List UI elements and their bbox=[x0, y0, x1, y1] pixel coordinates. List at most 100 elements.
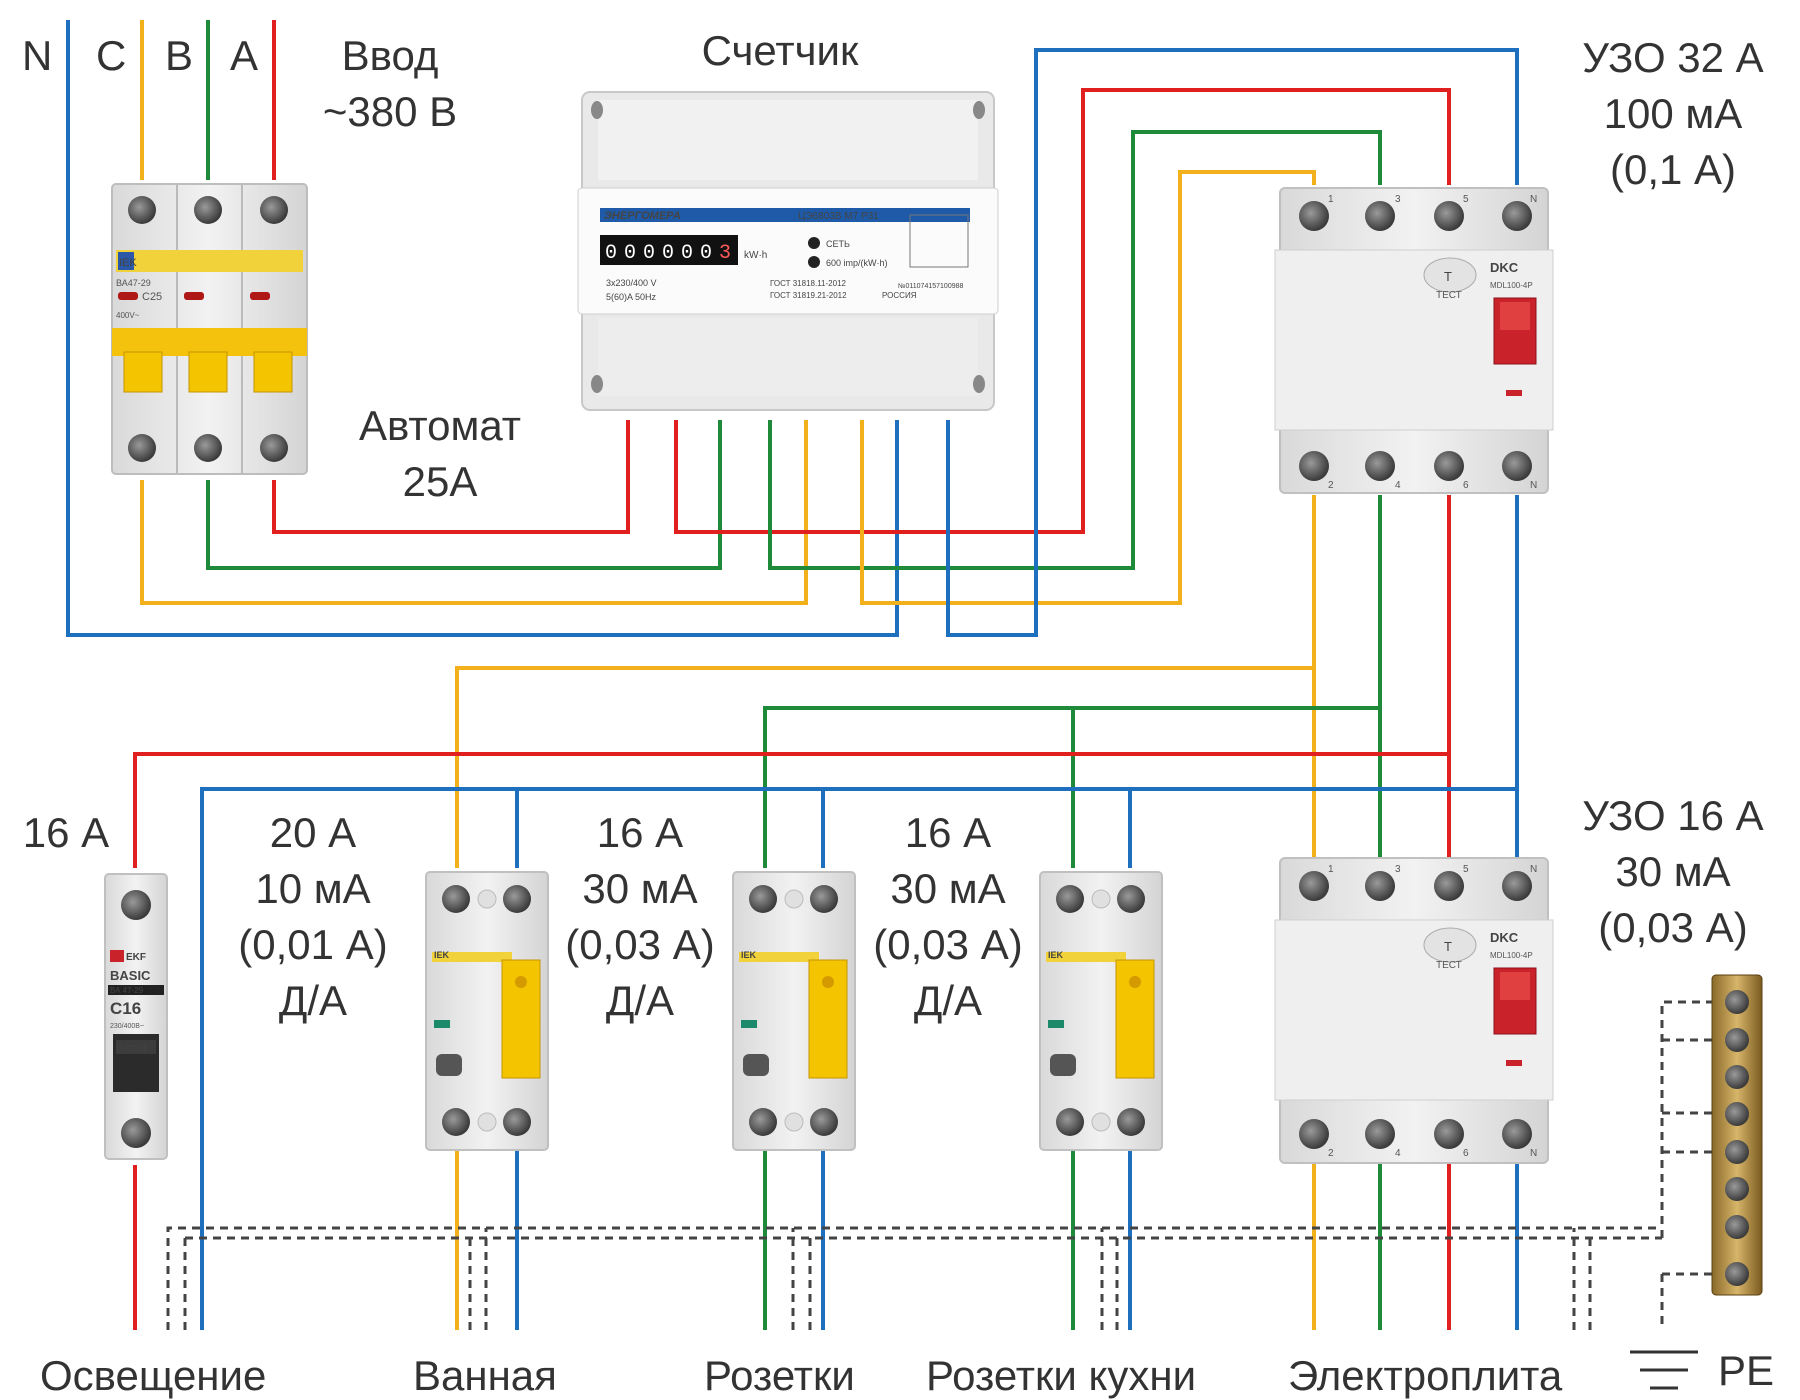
lighting-breaker-model: ВА 47-29 bbox=[110, 986, 144, 995]
rcd-main-lever[interactable] bbox=[1493, 297, 1537, 365]
rcd-main: 1 3 5 N T ТЕСТ DKC MDL100-4P 2 4 6 N bbox=[1274, 187, 1554, 494]
rcd-stove-test-button[interactable]: T bbox=[1423, 927, 1477, 963]
dif-breaker-bath: IEK bbox=[425, 871, 549, 1151]
svg-text:5: 5 bbox=[1463, 194, 1469, 205]
lighting-breaker-brand: EKF bbox=[126, 952, 146, 963]
meter-model: ЦЭ6803В М7 Р31 bbox=[798, 211, 879, 222]
svg-text:3: 3 bbox=[1395, 864, 1401, 875]
dif-bath-label-3: (0,01 А) bbox=[238, 921, 387, 968]
dif-sockets-label-2: 30 мА bbox=[582, 865, 697, 912]
rcd-main-test-button[interactable]: T bbox=[1423, 257, 1477, 293]
rcd-stove: 1 3 5 N T ТЕСТ DKC MDL100-4P 2 4 6 N bbox=[1274, 857, 1554, 1164]
dif-sockets-test-button[interactable] bbox=[743, 1054, 769, 1076]
rcd-stove-test-label: ТЕСТ bbox=[1436, 960, 1462, 971]
dif-kitchen-label-1: 16 А bbox=[905, 809, 991, 856]
meter-digit: 0 bbox=[700, 242, 712, 265]
rcd-stove-top-screws bbox=[1299, 871, 1532, 901]
circuit-bath: Ванная bbox=[413, 1352, 557, 1399]
svg-text:N: N bbox=[1530, 1148, 1537, 1159]
rcd-stove-model: MDL100-4P bbox=[1490, 951, 1533, 960]
label-b: B bbox=[165, 32, 193, 79]
bus-neutral bbox=[200, 495, 1519, 1330]
rcd-main-brand: DKC bbox=[1490, 260, 1519, 275]
dif-sockets-label-3: (0,03 А) bbox=[565, 921, 714, 968]
rcd-main-label-3: (0,1 А) bbox=[1610, 146, 1736, 193]
dif-bath-test-button[interactable] bbox=[436, 1054, 462, 1076]
svg-text:2: 2 bbox=[1328, 1148, 1334, 1159]
rcd-stove-lever[interactable] bbox=[1493, 967, 1537, 1035]
dif-breaker-kitchen: IEK bbox=[1039, 871, 1163, 1151]
rcd-main-bottom-screws bbox=[1299, 451, 1532, 481]
wire-c-breaker-meter bbox=[140, 420, 808, 605]
meter-serial: №011074157100988 bbox=[898, 283, 963, 290]
dif-bath-label-4: Д/А bbox=[279, 977, 347, 1024]
dif-sockets-label-4: Д/А bbox=[606, 977, 674, 1024]
lighting-breaker-rating: 16 А bbox=[23, 809, 109, 856]
rcd-main-top-terms: 1 3 5 N bbox=[1328, 194, 1537, 205]
dif-kitchen-label-4: Д/А bbox=[914, 977, 982, 1024]
svg-text:6: 6 bbox=[1463, 1148, 1469, 1159]
wires bbox=[66, 20, 1519, 1330]
meter-brand: ЭНЕРГОМЕРА bbox=[604, 210, 681, 222]
dif-kitchen-lever[interactable] bbox=[1115, 959, 1155, 1079]
svg-text:T: T bbox=[1444, 939, 1452, 954]
rcd-stove-label-3: (0,03 А) bbox=[1598, 904, 1747, 951]
breaker-bottom-screws bbox=[128, 434, 288, 462]
svg-text:IEK: IEK bbox=[434, 950, 450, 960]
meter-unit: kW·h bbox=[744, 250, 767, 261]
rcd-main-label-1: УЗО 32 А bbox=[1582, 34, 1763, 81]
wire-c-meter-rcd bbox=[860, 170, 1316, 605]
svg-text:4: 4 bbox=[1395, 480, 1401, 491]
dif-breaker-sockets: IEK bbox=[732, 871, 856, 1151]
meter-voltage: 3x230/400 V bbox=[606, 278, 657, 288]
breaker-volts: 400V~ bbox=[116, 311, 140, 320]
meter-imp: 600 imp/(kW·h) bbox=[826, 258, 888, 268]
wire-a-breaker-meter bbox=[272, 420, 630, 534]
lighting-breaker-handle[interactable] bbox=[113, 1034, 159, 1092]
label-n: N bbox=[22, 32, 52, 79]
circuit-sockets: Розетки bbox=[704, 1352, 855, 1399]
dif-sockets-label-1: 16 А bbox=[597, 809, 683, 856]
rcd-main-top-screws bbox=[1299, 201, 1532, 231]
svg-text:6: 6 bbox=[1463, 480, 1469, 491]
wire-a-meter-rcd bbox=[674, 88, 1451, 534]
meter-screws bbox=[591, 101, 985, 393]
lighting-breaker-switch: O-ОТКЛ bbox=[116, 1044, 146, 1053]
rcd-stove-label-2: 30 мА bbox=[1615, 848, 1730, 895]
dif-sockets-lever[interactable] bbox=[808, 959, 848, 1079]
svg-text:N: N bbox=[1530, 194, 1537, 205]
label-a: A bbox=[230, 32, 258, 79]
dif-bath-lever[interactable] bbox=[501, 959, 541, 1079]
wire-n-meter-rcd bbox=[946, 48, 1519, 637]
svg-text:IEK: IEK bbox=[741, 950, 757, 960]
label-c: C bbox=[96, 32, 126, 79]
pe-wires bbox=[166, 1000, 1715, 1330]
bus-phase-a bbox=[133, 495, 1451, 868]
meter-digit: 0 bbox=[605, 242, 617, 265]
rcd-main-test-label: ТЕСТ bbox=[1436, 290, 1462, 301]
input-label-1: Ввод bbox=[342, 32, 439, 79]
wire-b-breaker-meter bbox=[206, 420, 722, 570]
svg-text:3: 3 bbox=[1395, 194, 1401, 205]
breaker-top-screws bbox=[128, 196, 288, 224]
main-breaker: IEK ВА47-29 C25 400V~ bbox=[111, 183, 308, 475]
breaker-brand: IEK bbox=[119, 257, 137, 269]
input-label-2: ~380 В bbox=[323, 88, 457, 135]
svg-text:5: 5 bbox=[1463, 864, 1469, 875]
circuit-kitchen: Розетки кухни bbox=[926, 1352, 1196, 1399]
svg-text:T: T bbox=[1444, 269, 1452, 284]
meter-gost2: ГОСТ 31819.21-2012 bbox=[770, 291, 847, 300]
wire-neutral-input bbox=[66, 20, 899, 637]
breaker-handles[interactable] bbox=[123, 351, 293, 393]
svg-text:N: N bbox=[1530, 864, 1537, 875]
lighting-breaker-series: BASIC bbox=[110, 968, 151, 983]
pe-busbar-screws bbox=[1725, 990, 1749, 1286]
dif-kitchen-test-button[interactable] bbox=[1050, 1054, 1076, 1076]
meter-digit: 0 bbox=[643, 242, 655, 265]
breaker-rating: C25 bbox=[142, 291, 162, 303]
ground-icon bbox=[1630, 1350, 1698, 1390]
circuit-pe: PE bbox=[1718, 1347, 1774, 1394]
svg-text:1: 1 bbox=[1328, 194, 1334, 205]
